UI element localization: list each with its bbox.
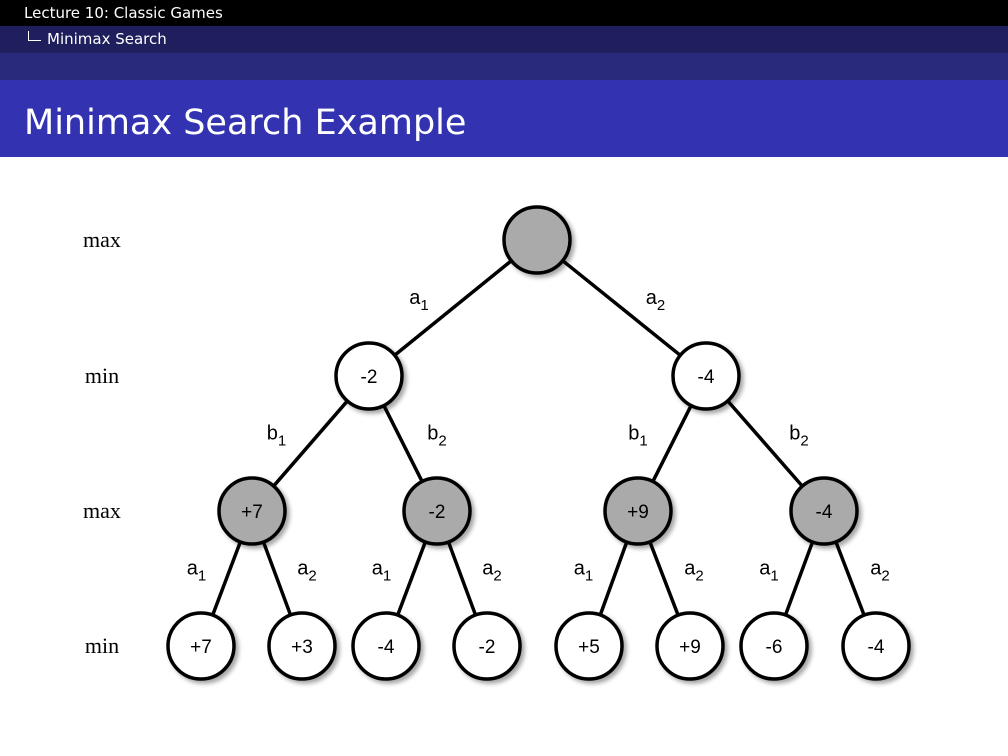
frame-title: Minimax Search Example xyxy=(24,103,467,143)
node-n12: -2 xyxy=(402,476,472,546)
header-spacer-bar xyxy=(0,53,1008,80)
level-labels: max min max min xyxy=(83,227,121,658)
edge-label-n2-n21: b1 xyxy=(628,423,647,450)
min-node-circle xyxy=(452,611,522,681)
max-node-circle xyxy=(402,476,472,546)
edge-n11-l1 xyxy=(211,541,242,616)
min-node-circle xyxy=(267,611,337,681)
node-value: -2 xyxy=(479,637,496,658)
min-node-circle xyxy=(334,341,404,411)
edge-label-n11-l1: a1 xyxy=(187,558,206,585)
edge-n2-n21 xyxy=(651,404,693,483)
level-label-1: min xyxy=(85,363,119,388)
edge-label-n1-n11: b1 xyxy=(267,423,286,450)
edge-label-n21-l5: a1 xyxy=(574,558,593,585)
edge-label-n22-l7: a1 xyxy=(759,558,778,585)
subsection-title: Minimax Search xyxy=(47,30,167,48)
node-l4: -2 xyxy=(452,611,522,681)
tree-edges xyxy=(211,259,866,616)
node-value: -4 xyxy=(378,637,395,658)
frame-title-bar: Minimax Search Example xyxy=(0,80,1008,157)
edge-n22-l7 xyxy=(783,541,815,616)
node-l5: +5 xyxy=(554,611,624,681)
max-node-circle xyxy=(789,476,859,546)
node-n22: -4 xyxy=(789,476,859,546)
node-value: +3 xyxy=(291,637,313,658)
node-value: +7 xyxy=(190,637,212,658)
node-l2: +3 xyxy=(267,611,337,681)
level-label-2: max xyxy=(83,498,121,523)
edge-n11-l2 xyxy=(261,541,293,616)
node-value: +9 xyxy=(627,502,649,523)
node-value: +5 xyxy=(578,637,600,658)
min-node-circle xyxy=(351,611,421,681)
max-node-circle xyxy=(217,476,287,546)
level-label-0: max xyxy=(83,227,121,252)
section-header: Lecture 10: Classic Games xyxy=(0,0,1008,26)
subsection-branch-icon xyxy=(28,31,41,41)
min-node-circle xyxy=(739,611,809,681)
node-value: -4 xyxy=(698,367,715,388)
edge-label-n21-l6: a2 xyxy=(684,558,703,585)
edge-label-n12-l4: a2 xyxy=(482,558,501,585)
min-node-circle xyxy=(655,611,725,681)
edge-n1-n12 xyxy=(382,404,424,483)
edge-label-n11-l2: a2 xyxy=(297,558,316,585)
edge-labels: a1 a2 b1 b2 b1 b2 a1 a2 a1 a2 a1 a2 a1 a2 xyxy=(187,287,890,585)
max-node-circle xyxy=(502,205,572,275)
edge-label-root-n2: a2 xyxy=(646,287,665,314)
min-node-circle xyxy=(841,611,911,681)
edge-n2-n22 xyxy=(726,399,804,488)
section-title: Lecture 10: Classic Games xyxy=(24,4,223,22)
node-n2: -4 xyxy=(671,341,741,411)
node-value: +7 xyxy=(241,502,263,523)
edge-label-n12-l3: a1 xyxy=(372,558,391,585)
min-node-circle xyxy=(554,611,624,681)
edge-n12-l3 xyxy=(396,541,427,616)
node-value: -4 xyxy=(816,502,833,523)
edge-label-n2-n22: b2 xyxy=(789,423,808,450)
node-value: -6 xyxy=(766,637,783,658)
edge-n12-l4 xyxy=(446,541,478,616)
edge-n1-n11 xyxy=(272,399,349,488)
node-l1: +7 xyxy=(166,611,236,681)
edge-root-n1 xyxy=(393,259,513,357)
node-l7: -6 xyxy=(739,611,809,681)
node-value: +9 xyxy=(679,637,701,658)
node-n1: -2 xyxy=(334,341,404,411)
tree-nodes: -2 -4 +7 -2 +9 -4 +7 +3 -4 -2 +5 +9 -6 -4 xyxy=(166,205,911,681)
edge-root-n2 xyxy=(561,259,682,357)
node-l3: -4 xyxy=(351,611,421,681)
edge-label-n1-n12: b2 xyxy=(427,423,446,450)
node-l8: -4 xyxy=(841,611,911,681)
node-n21: +9 xyxy=(603,476,673,546)
min-node-circle xyxy=(166,611,236,681)
level-label-3: min xyxy=(85,633,119,658)
edge-label-root-n1: a1 xyxy=(409,287,428,314)
node-root xyxy=(502,205,572,275)
node-value: -4 xyxy=(868,637,885,658)
node-l6: +9 xyxy=(655,611,725,681)
node-n11: +7 xyxy=(217,476,287,546)
edge-n21-l6 xyxy=(648,541,680,616)
edge-n21-l5 xyxy=(598,541,629,616)
subsection-header: Minimax Search xyxy=(0,26,1008,53)
max-node-circle xyxy=(603,476,673,546)
min-node-circle xyxy=(671,341,741,411)
node-value: -2 xyxy=(429,502,446,523)
edge-n22-l8 xyxy=(834,541,866,616)
node-value: -2 xyxy=(361,367,378,388)
edge-label-n22-l8: a2 xyxy=(870,558,889,585)
